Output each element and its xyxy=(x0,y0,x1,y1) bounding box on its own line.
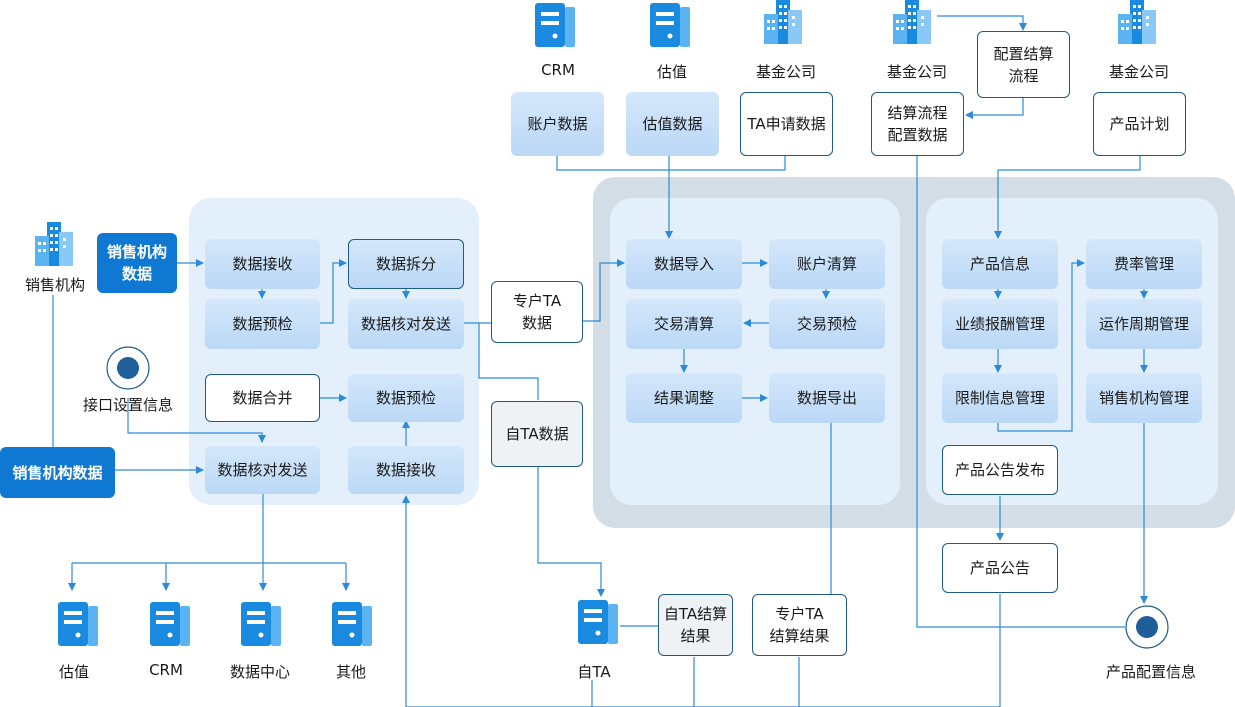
import-box: 数据导入 xyxy=(626,239,742,289)
fee-mgmt-box: 费率管理 xyxy=(1086,239,1202,289)
label-bottom-other: 其他 xyxy=(335,663,366,681)
label-interface-settings: 接口设置信息 xyxy=(82,396,173,414)
trade-clear-box: 交易清算 xyxy=(626,299,742,349)
label-bottom-datacenter: 数据中心 xyxy=(229,663,290,681)
dedicated-ta-line-1: 专户TA xyxy=(512,292,562,310)
building-icon-fund-2 xyxy=(893,0,931,44)
receive-box: 数据接收 xyxy=(205,239,320,289)
label-top-fund-2: 基金公司 xyxy=(886,63,947,81)
cycle-mgmt-box: 运作周期管理 xyxy=(1086,299,1202,349)
merge-box: 数据合并 xyxy=(205,374,320,422)
server-icon-valuation xyxy=(650,3,690,47)
check-send2-box: 数据核对发送 xyxy=(205,446,320,494)
dedicated-ta-result-line-1: 专户TA xyxy=(775,605,824,623)
config-settle-line-2: 流程 xyxy=(1008,66,1039,85)
announce-box: 产品公告 xyxy=(942,543,1058,593)
sales-data-top-line-2: 数据 xyxy=(121,265,152,283)
config-settle-line-1: 配置结算 xyxy=(993,44,1054,63)
building-icon-sales xyxy=(35,222,73,266)
building-icon-fund-1 xyxy=(764,0,802,44)
label-left-sales: 销售机构 xyxy=(24,276,85,294)
sales-data-top-line-1: 销售机构 xyxy=(106,243,167,261)
label-top-valuation: 估值 xyxy=(656,63,687,81)
dedicated-ta-result-box: 专户TA 结算结果 xyxy=(752,594,847,656)
settle-config-line-1: 结算流程 xyxy=(887,104,948,122)
product-info-box: 产品信息 xyxy=(942,239,1058,289)
self-ta-result-box: 自TA结算 结果 xyxy=(658,594,733,656)
settle-config-line-2: 配置数据 xyxy=(887,126,948,144)
split-box: 数据拆分 xyxy=(348,239,464,289)
product-plan-box: 产品计划 xyxy=(1093,92,1186,156)
label-top-fund-3: 基金公司 xyxy=(1108,63,1169,81)
sales-mgmt-box: 销售机构管理 xyxy=(1086,373,1202,423)
export-box: 数据导出 xyxy=(769,373,885,423)
label-bottom-crm: CRM xyxy=(149,661,183,679)
dedicated-ta-data-box: 专户TA 数据 xyxy=(491,281,583,343)
limit-info-box: 限制信息管理 xyxy=(942,373,1058,423)
server-icon-bottom-valuation xyxy=(58,602,98,646)
server-icon-bottom-self-ta xyxy=(578,600,618,644)
config-settle-flow-box: 配置结算 流程 xyxy=(977,31,1070,98)
trade-precheck-box: 交易预检 xyxy=(769,299,885,349)
self-ta-result-line-2: 结果 xyxy=(680,627,711,645)
server-icon-bottom-datacenter xyxy=(241,602,281,646)
settle-config-data-box: 结算流程 配置数据 xyxy=(871,92,964,156)
adjust-box: 结果调整 xyxy=(626,373,742,423)
label-top-fund-1: 基金公司 xyxy=(755,63,816,81)
account-clear-box: 账户清算 xyxy=(769,239,885,289)
receive2-box: 数据接收 xyxy=(348,446,464,494)
precheck2-box: 数据预检 xyxy=(348,374,464,422)
self-ta-result-line-1: 自TA结算 xyxy=(663,605,728,623)
dedicated-ta-line-2: 数据 xyxy=(521,314,552,332)
label-top-crm: CRM xyxy=(541,61,575,79)
sales-data-top-box: 销售机构 数据 xyxy=(97,233,177,293)
server-icon-bottom-other xyxy=(332,602,372,646)
building-icon-fund-3 xyxy=(1118,0,1156,44)
label-bottom-valuation: 估值 xyxy=(58,663,89,681)
label-bottom-self-ta: 自TA xyxy=(577,663,611,681)
self-ta-data-box: 自TA数据 xyxy=(491,401,583,467)
valuation-data-box: 估值数据 xyxy=(626,92,719,156)
dedicated-ta-result-line-2: 结算结果 xyxy=(769,627,830,645)
sales-data-bottom-box: 销售机构数据 xyxy=(0,447,115,498)
server-icon-crm xyxy=(535,3,575,47)
perf-fee-box: 业绩报酬管理 xyxy=(942,299,1058,349)
account-data-box: 账户数据 xyxy=(511,92,604,156)
check-send-box: 数据核对发送 xyxy=(348,299,464,349)
announce-publish-box: 产品公告发布 xyxy=(942,445,1058,495)
server-icon-bottom-crm xyxy=(150,602,190,646)
precheck-box: 数据预检 xyxy=(205,299,320,349)
ta-apply-data-box: TA申请数据 xyxy=(740,92,833,156)
product-config-circle-icon xyxy=(1125,605,1169,649)
interface-settings-circle-icon xyxy=(106,346,150,390)
label-product-config: 产品配置信息 xyxy=(1105,663,1196,681)
